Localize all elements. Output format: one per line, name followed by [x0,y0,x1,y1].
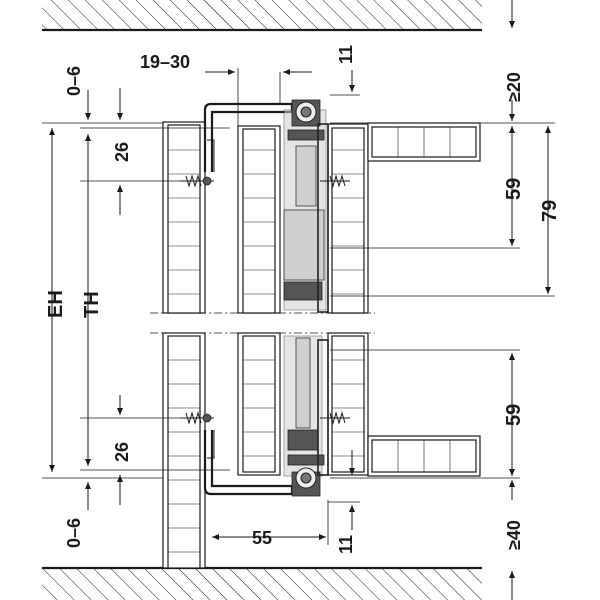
middle-door-panel-lower [237,332,281,476]
label-bottom-adjust: 0–6 [64,518,84,548]
extension-lines [42,68,555,545]
label-eh: EH [45,290,67,318]
dimension-lines [49,0,551,600]
upper-track-hardware [283,99,329,313]
label-top-adjust: 0–6 [64,66,84,96]
label-bottom-screw: 26 [112,442,132,462]
screw-lower-right [320,411,350,425]
label-top-clearance: ≥20 [504,72,524,102]
label-right-upper: 59 [503,178,525,200]
screw-upper-right [320,174,350,188]
right-cabinet-panel [327,123,369,476]
label-top-screw: 26 [112,142,132,162]
middle-door-panel-upper [237,125,281,314]
shelf-top [367,122,481,162]
screw-lower-left [180,411,214,425]
label-th: TH [81,291,103,318]
label-bottom-gap: 11 [336,535,356,554]
label-right-total: 79 [539,200,561,222]
label-bottom-depth: 55 [252,528,272,548]
lower-track-hardware [283,335,329,497]
label-bottom-clearance: ≥40 [504,520,524,550]
ceiling [42,0,482,32]
label-top-offset: 19–30 [140,52,190,72]
screw-upper-left [180,174,214,188]
left-door-panel-upper [162,121,206,314]
break-lines [150,312,375,334]
floor [42,566,482,600]
left-door-panel-lower [162,332,206,569]
shelf-bottom [367,435,481,477]
label-top-gap: 11 [336,45,356,64]
label-right-lower: 59 [503,404,525,426]
